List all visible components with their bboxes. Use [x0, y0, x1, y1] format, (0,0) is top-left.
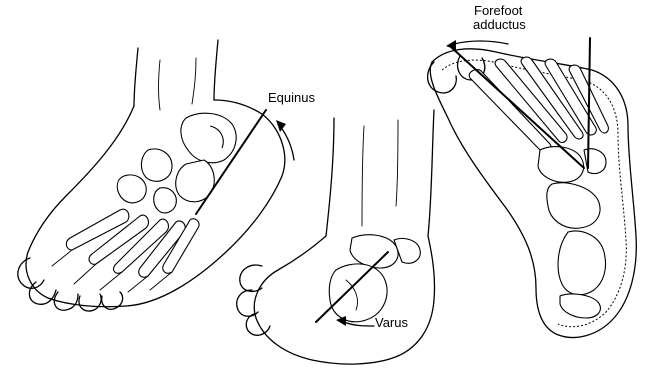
left-foot-drawing [18, 40, 294, 311]
varus-label: Varus [375, 316, 408, 330]
equinus-label: Equinus [268, 91, 315, 105]
forefoot-label: Forefoot [474, 4, 522, 18]
adductus-label: adductus [473, 18, 526, 32]
right-foot-drawing [428, 38, 637, 337]
